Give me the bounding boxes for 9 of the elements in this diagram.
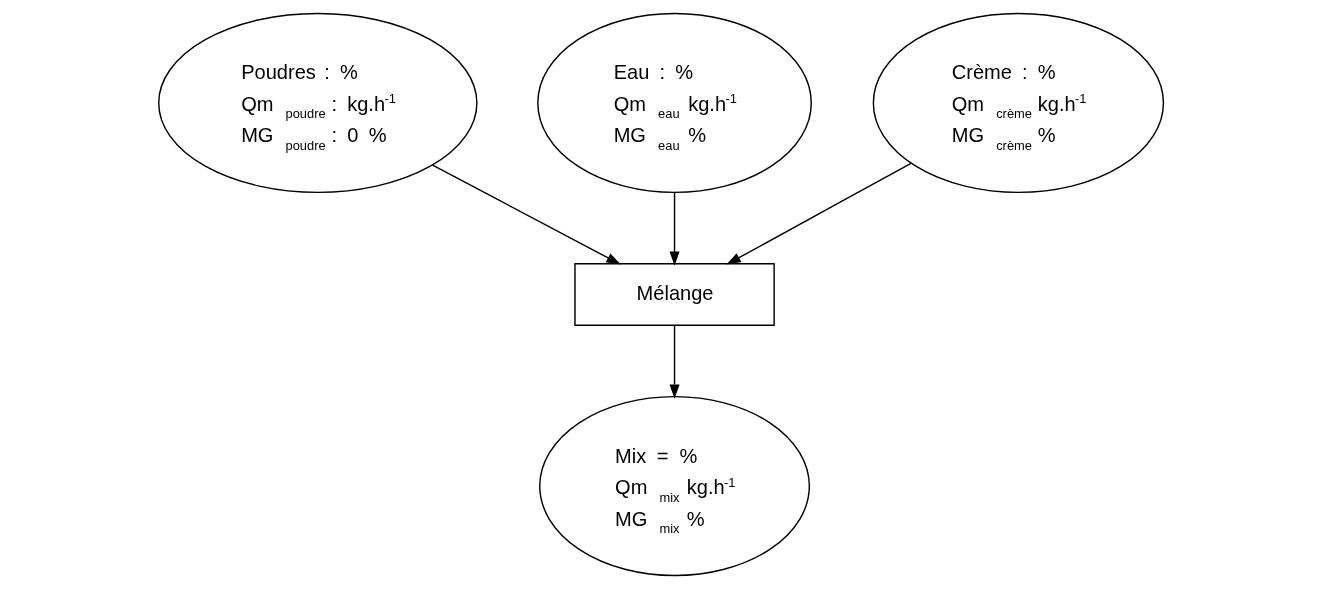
node-ellipse: Mix = % Qm $_{mix}$ kg.h$^{-1}$ MG $_{mix}$ % [539, 395, 811, 577]
node-ellipse: Eau : % Qm $_{eau}$ kg.h$^{-1}$ MG $_{eau}$ % [537, 12, 812, 194]
arrow [669, 324, 680, 399]
arrow [669, 191, 680, 266]
node-ellipse: Poudres : % Qm $_{poudre}$ : kg.h$^{-1}$ MG $_{poudre}$ : 0 % [158, 12, 478, 194]
node-box: Mélange [574, 263, 775, 326]
node-ellipse: Crème : % Qm $_{crème}$ kg.h$^{-1}$ MG $_{crème}$ % [872, 12, 1165, 194]
arrow [431, 164, 621, 265]
arrow [726, 162, 912, 265]
